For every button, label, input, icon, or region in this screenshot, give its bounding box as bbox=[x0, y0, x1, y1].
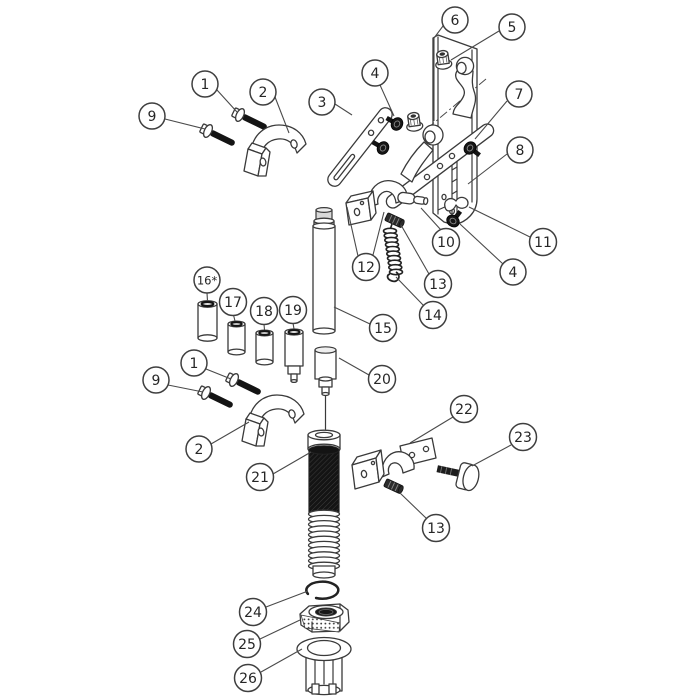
clamp-part2-lower bbox=[241, 394, 305, 447]
svg-text:23: 23 bbox=[514, 430, 532, 446]
callout-1-upper: 1 bbox=[191, 70, 219, 98]
bushing-part16 bbox=[197, 300, 218, 342]
callouts: 6 5 4 1 2 3 7 9 8 10 11 12 13 4 14 16* 1… bbox=[138, 6, 558, 693]
callout-23: 23 bbox=[508, 422, 538, 452]
svg-text:25: 25 bbox=[238, 637, 256, 653]
insert-part26 bbox=[296, 636, 352, 696]
callout-16: 16* bbox=[193, 266, 221, 294]
callout-17: 17 bbox=[218, 287, 248, 317]
callout-8: 8 bbox=[506, 136, 534, 164]
svg-text:1: 1 bbox=[190, 356, 199, 372]
clamp-part22 bbox=[351, 437, 437, 490]
svg-text:24: 24 bbox=[244, 605, 262, 621]
svg-text:21: 21 bbox=[251, 470, 269, 486]
bushing-part18 bbox=[255, 329, 274, 366]
callout-3: 3 bbox=[308, 88, 336, 116]
slotted-arm-part3 bbox=[327, 107, 393, 187]
svg-text:4: 4 bbox=[371, 66, 380, 82]
callout-9-lower: 9 bbox=[142, 366, 170, 394]
callout-15: 15 bbox=[368, 313, 398, 343]
knurled-nut-part25 bbox=[299, 603, 350, 633]
bolt-part9-lower bbox=[195, 383, 237, 413]
svg-text:14: 14 bbox=[424, 308, 442, 324]
svg-text:9: 9 bbox=[148, 109, 157, 125]
bushing-part19 bbox=[284, 328, 304, 384]
svg-text:16*: 16* bbox=[197, 274, 218, 288]
pivot-link bbox=[452, 56, 477, 119]
wing-lever-part11 bbox=[437, 196, 469, 212]
adapter-part20 bbox=[314, 346, 337, 430]
flange-nut-part6 bbox=[404, 110, 424, 133]
bushing-part17 bbox=[227, 320, 246, 356]
spring-part14 bbox=[382, 223, 404, 283]
svg-text:1: 1 bbox=[201, 77, 210, 93]
svg-text:2: 2 bbox=[195, 442, 204, 458]
callout-1-lower: 1 bbox=[180, 349, 208, 377]
svg-text:12: 12 bbox=[357, 260, 375, 276]
callout-2-upper: 2 bbox=[249, 78, 277, 106]
svg-text:4: 4 bbox=[509, 265, 518, 281]
svg-text:17: 17 bbox=[224, 295, 242, 311]
svg-text:11: 11 bbox=[534, 235, 552, 251]
callout-20: 20 bbox=[367, 364, 397, 394]
callout-25: 25 bbox=[232, 629, 262, 659]
callout-13-lower: 13 bbox=[421, 513, 451, 543]
svg-text:3: 3 bbox=[318, 95, 327, 111]
callout-7: 7 bbox=[505, 80, 533, 108]
callout-10: 10 bbox=[431, 227, 461, 257]
set-screw-part13-lower bbox=[383, 478, 405, 495]
svg-text:6: 6 bbox=[451, 13, 460, 29]
leader-lines bbox=[164, 25, 531, 673]
knurled-shaft-part21 bbox=[307, 429, 341, 579]
bolt-part9-upper bbox=[197, 121, 239, 151]
link-arm-part7 bbox=[385, 123, 495, 209]
svg-text:13: 13 bbox=[429, 277, 447, 293]
tube-part15 bbox=[312, 207, 336, 335]
svg-text:10: 10 bbox=[437, 235, 455, 251]
centerline bbox=[428, 78, 487, 128]
svg-text:8: 8 bbox=[516, 143, 525, 159]
svg-text:9: 9 bbox=[152, 373, 161, 389]
svg-text:5: 5 bbox=[508, 20, 517, 36]
svg-text:15: 15 bbox=[374, 321, 392, 337]
callout-26: 26 bbox=[233, 663, 263, 693]
svg-text:2: 2 bbox=[259, 85, 268, 101]
callout-14: 14 bbox=[418, 300, 448, 330]
clevis-pin-part10 bbox=[397, 191, 429, 206]
clamp-part2-upper bbox=[243, 124, 307, 177]
callout-4-lower: 4 bbox=[499, 258, 527, 286]
set-screw-part13-mid bbox=[384, 212, 406, 229]
svg-text:7: 7 bbox=[515, 87, 524, 103]
svg-text:22: 22 bbox=[455, 402, 473, 418]
callout-11: 11 bbox=[528, 227, 558, 257]
svg-text:18: 18 bbox=[255, 304, 273, 320]
callout-5: 5 bbox=[498, 13, 526, 41]
callout-9-upper: 9 bbox=[138, 102, 166, 130]
callout-12: 12 bbox=[351, 252, 381, 282]
svg-text:19: 19 bbox=[284, 303, 302, 319]
callout-6: 6 bbox=[441, 6, 469, 34]
callout-18: 18 bbox=[249, 296, 279, 326]
callout-4-upper: 4 bbox=[361, 59, 389, 87]
bolt-part1-lower bbox=[223, 370, 265, 400]
snap-ring-part24 bbox=[305, 580, 340, 600]
callout-22: 22 bbox=[449, 394, 479, 424]
callout-19: 19 bbox=[278, 295, 308, 325]
callout-2-lower: 2 bbox=[185, 435, 213, 463]
callout-24: 24 bbox=[238, 597, 268, 627]
svg-text:13: 13 bbox=[427, 521, 445, 537]
callout-13-mid: 13 bbox=[423, 269, 453, 299]
callout-21: 21 bbox=[245, 462, 275, 492]
thumb-screw-part23 bbox=[436, 462, 480, 492]
svg-text:20: 20 bbox=[373, 372, 391, 388]
clamp-part12 bbox=[345, 124, 444, 226]
svg-text:26: 26 bbox=[239, 671, 257, 687]
